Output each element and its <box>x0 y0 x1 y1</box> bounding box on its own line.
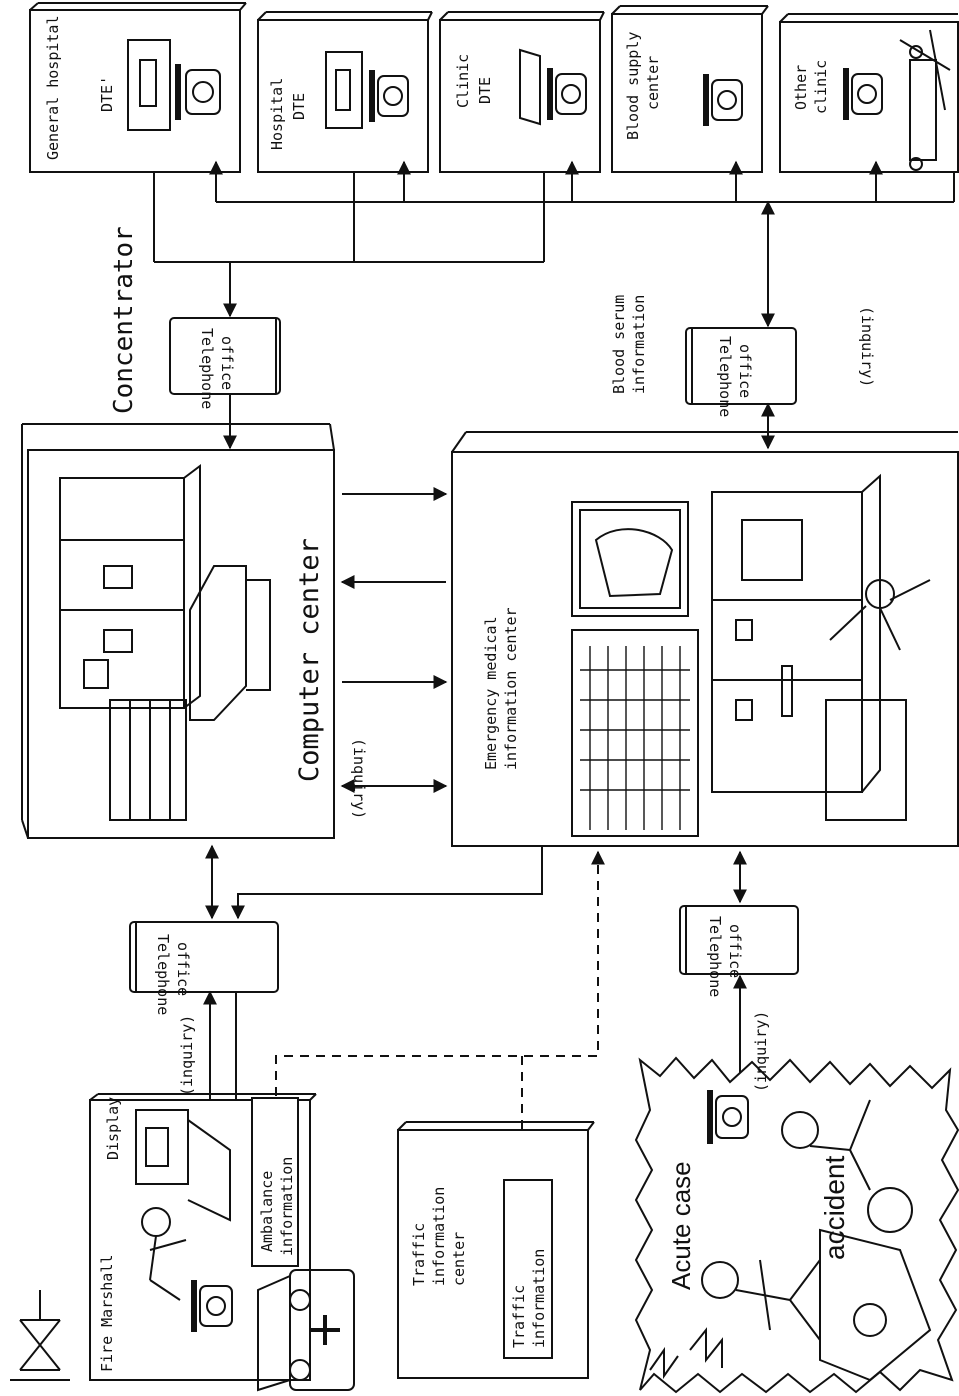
telephone-office-bottom-right-line2: office <box>726 924 744 978</box>
hospital-label: Hospital <box>268 78 286 150</box>
operator-console-icon <box>711 473 907 821</box>
telephone-office-top-left-line2: office <box>218 336 236 390</box>
traffic-center-label-line1: Traffic <box>410 1223 428 1286</box>
crashed-car-icon <box>819 1187 932 1382</box>
dte-terminal-icon <box>325 51 363 129</box>
fire-marshall-label: Fire Marshall <box>98 1255 116 1372</box>
distress-marks-2 <box>649 1346 679 1380</box>
status-board-panel <box>571 629 699 837</box>
telephone-office-top-right-line1: Telephone <box>716 336 734 417</box>
inquiry-label-fire-marshall: (inquiry) <box>178 1015 196 1096</box>
blood-supply-center-label: center <box>644 56 662 110</box>
wall-map-panel <box>571 501 689 617</box>
general-hospital-box <box>29 2 247 173</box>
dte-terminal-icon <box>127 39 171 131</box>
telephone-icon-general-hospital <box>175 64 221 120</box>
emergency-center-box <box>451 431 959 847</box>
other-clinic-sub-label: clinic <box>812 60 830 114</box>
top-bus-lines <box>153 160 955 328</box>
mainframe-icon <box>59 464 201 709</box>
fallen-person-icon <box>781 1099 871 1191</box>
ambulance-info-label-line2: information <box>278 1157 296 1256</box>
traffic-center-label-line2: information <box>430 1187 448 1286</box>
telephone-icon-other-clinic <box>843 68 883 120</box>
telephone-icon-blood-supply <box>703 74 743 126</box>
traffic-info-box <box>503 1179 553 1359</box>
operator-figure-icon <box>141 1207 187 1301</box>
dte-terminal-icon <box>519 48 541 126</box>
blood-supply-box <box>611 5 769 173</box>
patient-bed-icon <box>899 29 951 171</box>
telephone-office-middle <box>129 921 279 993</box>
inquiry-label-top-right: (inquiry) <box>858 306 876 387</box>
ambulance-icon <box>257 1269 355 1392</box>
telephone-office-bottom-right-line1: Telephone <box>706 916 724 997</box>
telephone-office-bottom-right <box>679 905 799 975</box>
general-hospital-dte-label: DTE' <box>98 76 116 112</box>
telephone-office-top-right <box>685 327 797 405</box>
blood-serum-label-line2: information <box>630 295 648 394</box>
other-clinic-box <box>779 13 959 173</box>
distress-marks <box>689 1327 723 1368</box>
traffic-info-label-line1: Traffic <box>510 1285 528 1348</box>
crt-screen-icon <box>741 519 803 581</box>
clinic-label: Clinic <box>454 54 472 108</box>
traffic-info-label-line2: information <box>530 1249 548 1348</box>
telephone-office-top-left-line1: Telephone <box>198 328 216 409</box>
blood-supply-label: Blood supply <box>624 32 642 140</box>
telephone-office-top-left <box>169 317 281 395</box>
blood-serum-label-line1: Blood serum <box>610 295 628 394</box>
display-terminal-icon <box>135 1109 231 1222</box>
acute-case-label: Acute case <box>666 1161 696 1290</box>
emergency-center-label-line2: information center <box>502 607 520 770</box>
clinic-dte-label: DTE <box>476 77 494 104</box>
inquiry-label-center: (inquiry) <box>350 738 368 819</box>
fire-marshall-box <box>89 1093 317 1381</box>
telephone-office-top-right-line2: office <box>736 344 754 398</box>
hospital-dte-label: DTE <box>290 93 308 120</box>
accident-label: accident <box>819 1155 850 1260</box>
traffic-center-box <box>397 1121 595 1379</box>
telephone-icon-clinic <box>547 68 587 120</box>
general-hospital-label: General hospital <box>44 16 62 161</box>
clinic-box <box>439 11 605 173</box>
radio-tower-icon <box>10 1290 70 1381</box>
ambulance-info-box <box>251 1097 299 1267</box>
center-links <box>340 487 448 793</box>
other-clinic-label: Other <box>792 65 810 110</box>
accident-scene-box <box>634 1056 959 1394</box>
console-icon <box>189 565 271 721</box>
computer-center-label: Computer center <box>294 538 325 782</box>
computer-center-box <box>21 423 335 839</box>
telephone-office-middle-line1: Telephone <box>154 934 172 1015</box>
telephone-icon-accident <box>707 1090 749 1144</box>
inquiry-label-accident: (inquiry) <box>752 1011 770 1092</box>
telephone-office-middle-line2: office <box>174 942 192 996</box>
display-label: Display <box>104 1097 122 1160</box>
emergency-center-label-line1: Emergency medical <box>482 616 500 770</box>
traffic-center-label-line3: center <box>450 1232 468 1286</box>
printer-icon <box>109 699 187 821</box>
telephone-icon-fire-marshall <box>191 1280 233 1332</box>
telephone-icon-hospital <box>369 70 409 122</box>
hospital-box <box>257 11 433 173</box>
injured-person-icon <box>701 1259 821 1341</box>
ambulance-info-label-line1: Ambalance <box>258 1171 276 1252</box>
concentrator-label: Concentrator <box>109 226 139 414</box>
operator-person-icon <box>829 579 931 651</box>
